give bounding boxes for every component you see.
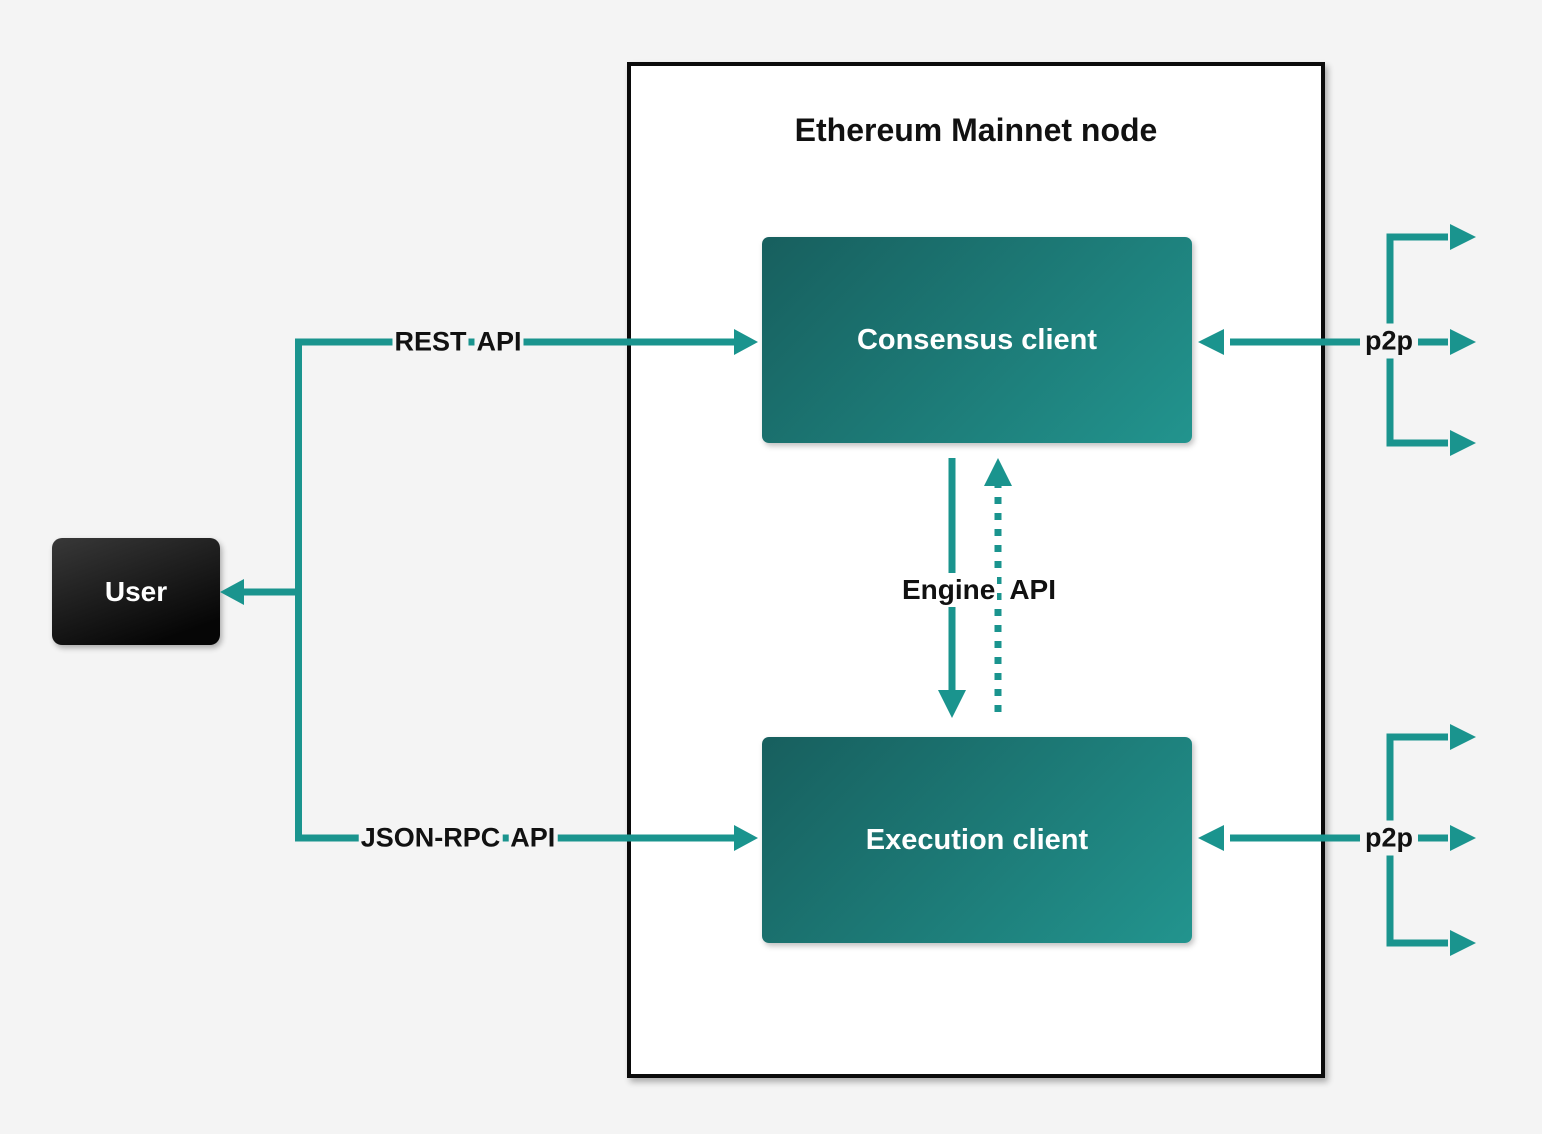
p2p-consensus-right-arrowhead bbox=[1450, 329, 1476, 355]
json-rpc-api-word-2: API bbox=[508, 821, 558, 855]
p2p-execution-label: p2p bbox=[1359, 820, 1419, 856]
p2p-execution-top-arrowhead bbox=[1450, 724, 1476, 750]
json-rpc-api-label: JSON-RPC API bbox=[358, 821, 558, 855]
rest-api-word-1: REST bbox=[392, 325, 469, 359]
p2p-execution-bottom-arrowhead bbox=[1450, 930, 1476, 956]
p2p-execution-text: p2p bbox=[1359, 820, 1419, 856]
engine-api-word-1: Engine bbox=[899, 573, 998, 607]
consensus-client-box: Consensus client bbox=[762, 237, 1192, 443]
diagram-title: Ethereum Mainnet node bbox=[794, 112, 1158, 148]
json-rpc-api-word-1: JSON-RPC bbox=[358, 821, 503, 855]
user-box: User bbox=[52, 538, 220, 645]
execution-client-box: Execution client bbox=[762, 737, 1192, 943]
p2p-execution-right-arrowhead bbox=[1450, 825, 1476, 851]
engine-api-word-2: API bbox=[1007, 573, 1059, 607]
consensus-client-label: Consensus client bbox=[856, 323, 1098, 356]
p2p-consensus-top-arrowhead bbox=[1450, 224, 1476, 250]
rest-api-word-2: API bbox=[474, 325, 524, 359]
user-arrowhead bbox=[220, 579, 244, 605]
user-label: User bbox=[104, 575, 168, 607]
rest-api-label: REST API bbox=[392, 325, 524, 359]
p2p-consensus-text: p2p bbox=[1359, 323, 1419, 359]
p2p-consensus-bottom-arrowhead bbox=[1450, 430, 1476, 456]
p2p-consensus-label: p2p bbox=[1359, 323, 1419, 359]
engine-api-label: Engine API bbox=[899, 573, 1059, 607]
execution-client-label: Execution client bbox=[865, 823, 1089, 856]
